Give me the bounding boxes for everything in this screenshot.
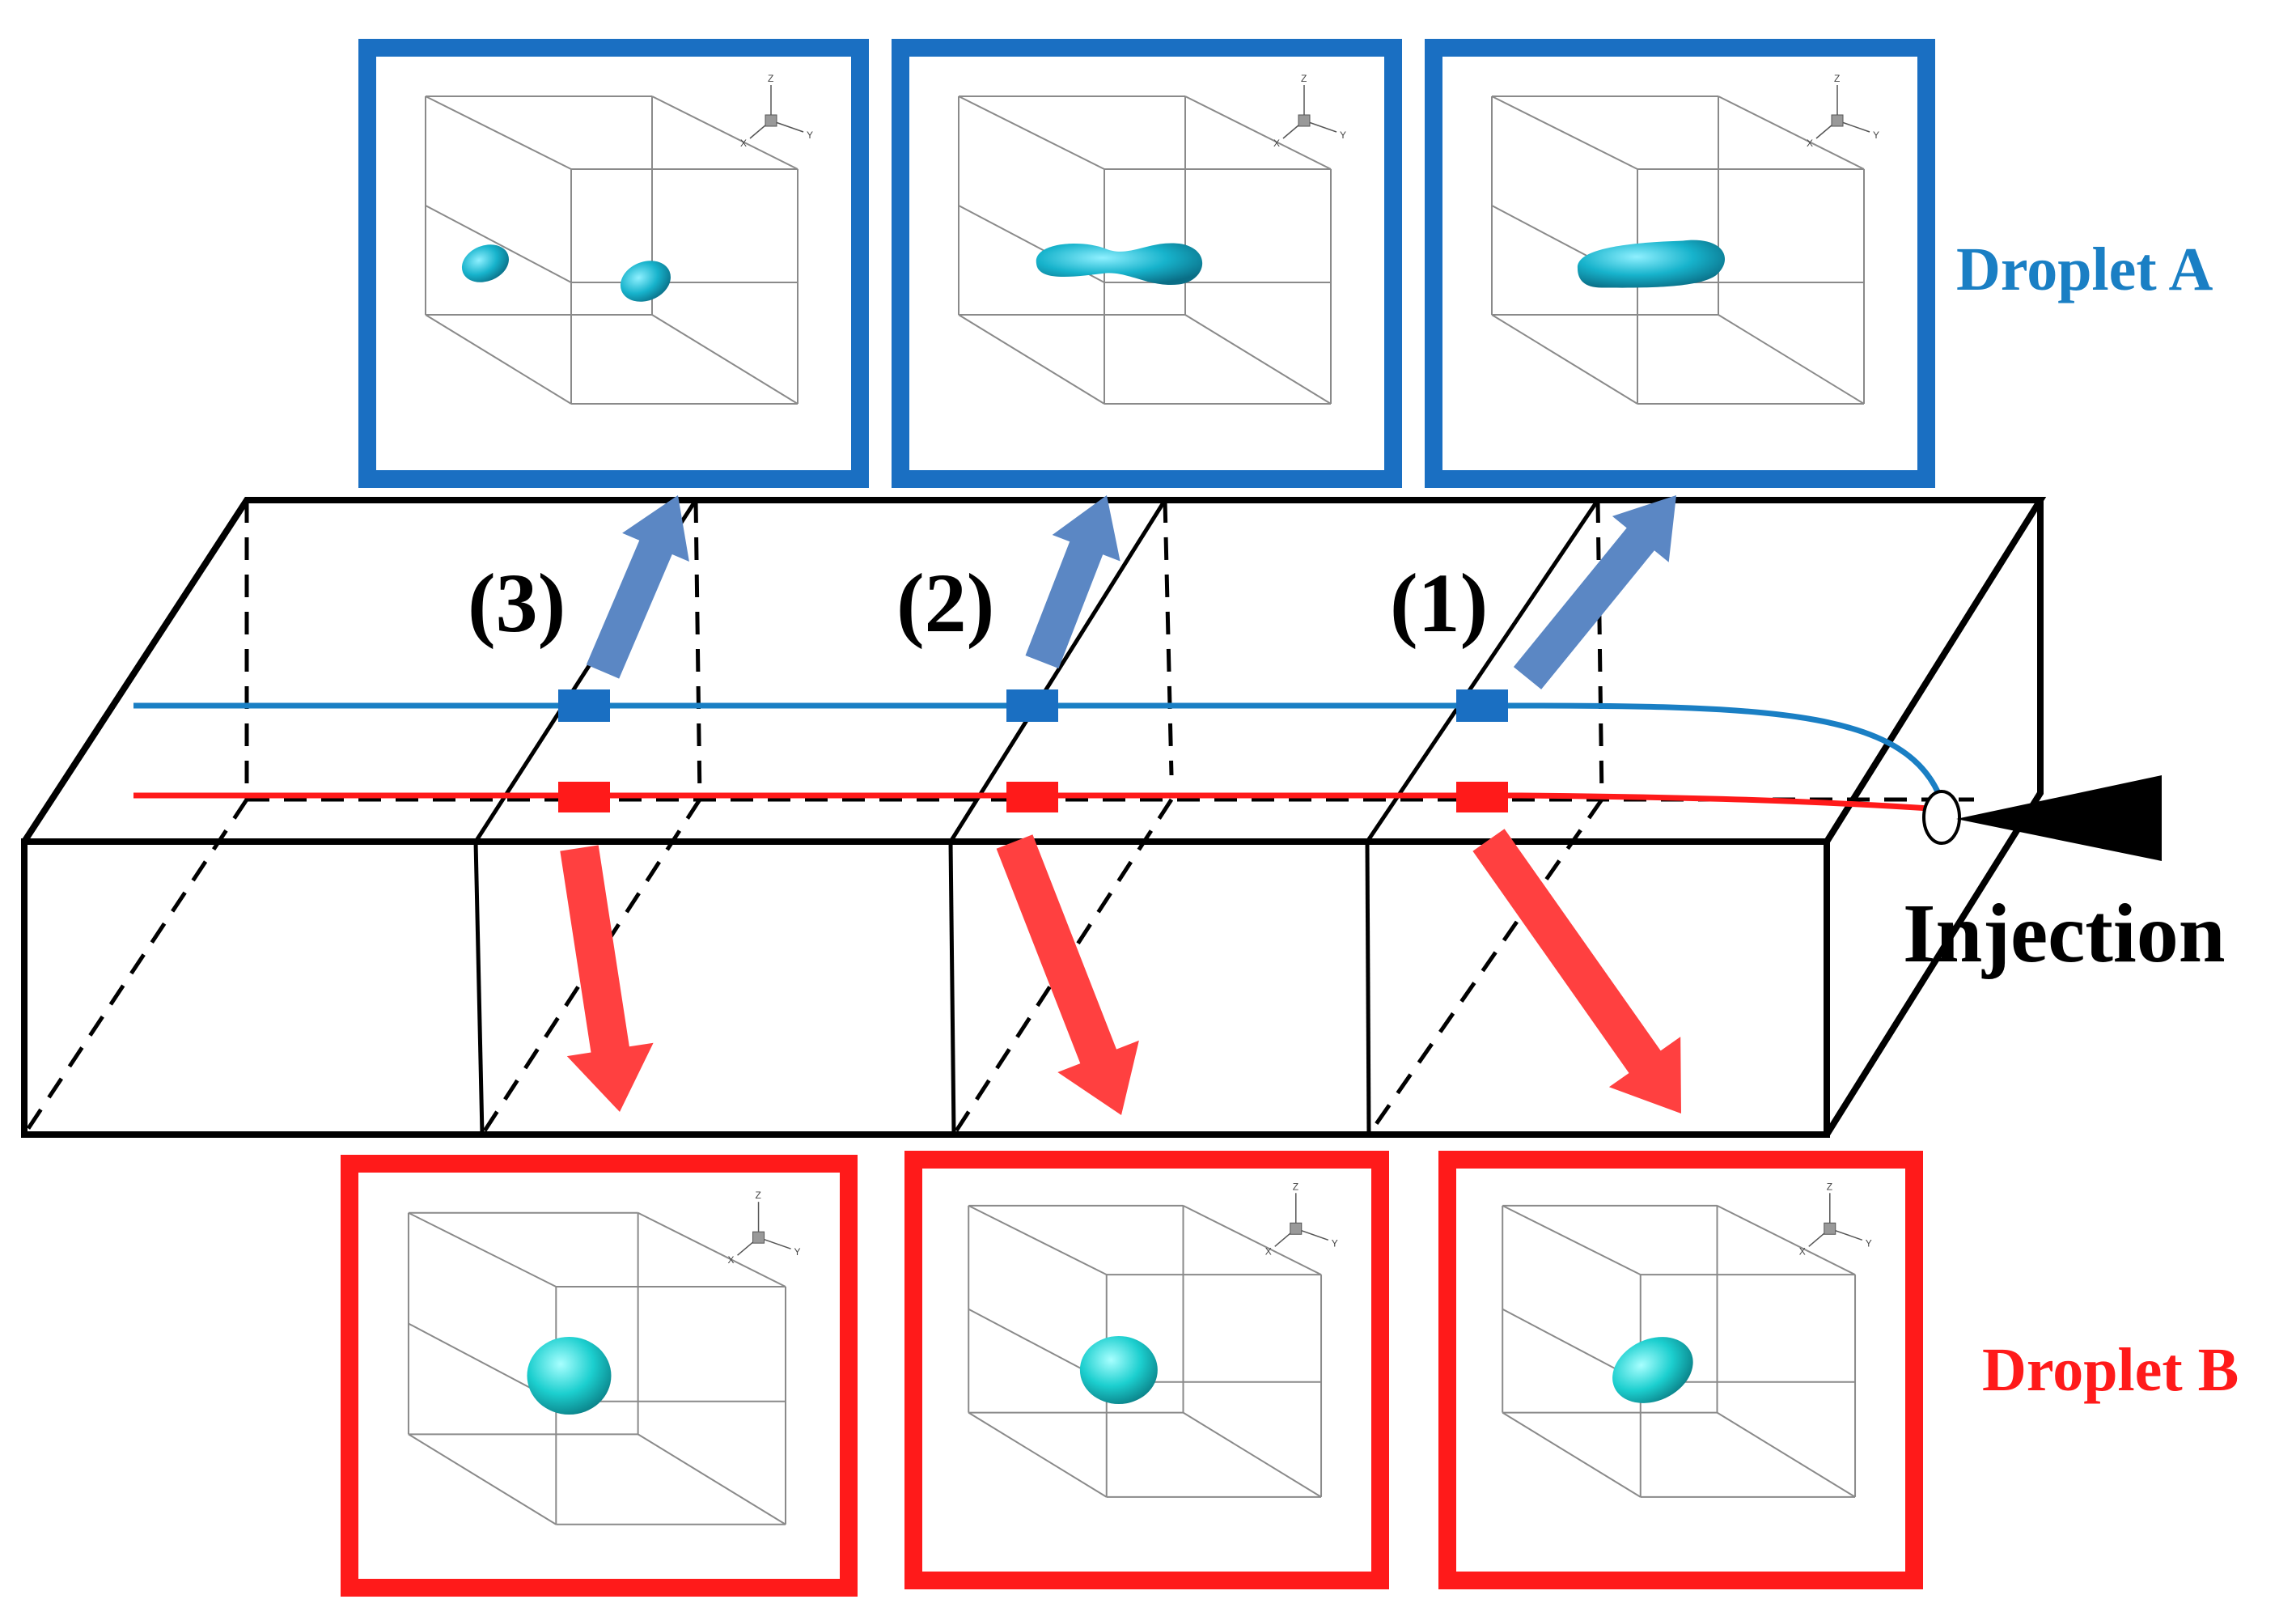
axis-y-label: Y xyxy=(807,129,813,141)
droplet-b-label: Droplet B xyxy=(1982,1336,2239,1404)
xyz-axis-triad-icon: Z X Y xyxy=(740,73,813,149)
black-triangle-nozzle-icon xyxy=(1956,775,2162,861)
axis-y-label: Y xyxy=(1340,129,1346,141)
snapshot-panels: Z X Y Z X Y Z X Y Z X Y Z X Y Z X Y xyxy=(341,39,1935,1597)
axis-y-label: Y xyxy=(1332,1237,1338,1249)
droplet-shape xyxy=(1577,240,1726,288)
snapshot-frame xyxy=(341,1155,858,1597)
axis-x-label: X xyxy=(1799,1245,1806,1257)
wireframe-box xyxy=(1502,1204,1857,1498)
droplet-shape xyxy=(461,244,509,282)
axis-x-label: X xyxy=(728,1254,735,1266)
arrow-b-1 xyxy=(1472,829,1681,1114)
droplet-shape xyxy=(1036,243,1203,286)
axis-x-label: X xyxy=(1807,138,1813,149)
axis-x-label: X xyxy=(1265,1245,1272,1257)
section-divider-top xyxy=(948,498,1167,843)
stage-label-1: (1) xyxy=(1390,557,1488,650)
arrow-b-2 xyxy=(996,834,1139,1115)
wireframe-box xyxy=(968,1204,1323,1498)
channel-box xyxy=(21,497,2047,1138)
arrow-a-3 xyxy=(586,495,689,679)
axis-z-label: Z xyxy=(756,1190,761,1201)
axis-x-label: X xyxy=(1273,138,1280,149)
section-divider-front xyxy=(1365,841,1371,1135)
snapshot-frame xyxy=(358,39,869,488)
snapshot-a-1: Z X Y xyxy=(1425,39,1935,488)
arrow-a-1 xyxy=(1513,495,1676,689)
marker-a-3 xyxy=(558,689,610,722)
axis-y-label: Y xyxy=(794,1246,801,1258)
axis-z-label: Z xyxy=(1827,1181,1832,1192)
xyz-axis-triad-icon: Z X Y xyxy=(1273,73,1346,149)
snapshot-a-2: Z X Y xyxy=(892,39,1402,488)
xyz-axis-triad-icon: Z X Y xyxy=(1807,73,1879,149)
trajectories xyxy=(133,702,1945,812)
wireframe-box xyxy=(425,95,799,405)
marker-b-3 xyxy=(558,782,610,812)
droplet-a-label: Droplet A xyxy=(1956,235,2213,303)
axis-y-label: Y xyxy=(1873,129,1879,141)
stage-label-2: (2) xyxy=(896,557,994,650)
section-divider-top xyxy=(1365,498,1600,843)
axis-y-label: Y xyxy=(1866,1237,1872,1249)
xyz-axis-triad-icon: Z X Y xyxy=(1265,1181,1338,1257)
channel-right-edge xyxy=(1824,500,2044,1137)
injection-port-icon xyxy=(1922,790,1961,845)
snapshot-a-3: Z X Y xyxy=(358,39,869,488)
hidden-edges xyxy=(22,499,1974,1136)
marker-a-2 xyxy=(1006,689,1058,722)
injection-label: Injection xyxy=(1903,887,2226,980)
marker-b-2 xyxy=(1006,782,1058,812)
axis-z-label: Z xyxy=(1834,73,1840,84)
marker-a-1 xyxy=(1456,689,1508,722)
axis-z-label: Z xyxy=(768,73,773,84)
stage-label-3: (3) xyxy=(468,557,566,650)
xyz-axis-triad-icon: Z X Y xyxy=(1799,1181,1872,1257)
arrows-droplet-b xyxy=(560,829,1681,1115)
channel-top-edge xyxy=(21,497,2047,844)
axis-x-label: X xyxy=(740,138,747,149)
droplet-shape xyxy=(620,261,671,302)
wireframe-box xyxy=(1491,95,1865,405)
marker-b-1 xyxy=(1456,782,1508,812)
snapshot-b-2: Z X Y xyxy=(904,1151,1389,1589)
snapshot-b-1: Z X Y xyxy=(1438,1151,1923,1589)
arrows-droplet-a xyxy=(586,495,1676,689)
channel-front-face xyxy=(21,838,1830,1138)
arrow-a-2 xyxy=(1025,495,1120,668)
markers-droplet-a xyxy=(558,689,1508,722)
droplet-shape xyxy=(1612,1337,1693,1403)
trajectory-droplet-b xyxy=(133,792,1942,812)
section-divider-front xyxy=(473,841,485,1135)
droplet-shape xyxy=(1079,1336,1158,1404)
snapshot-b-3: Z X Y xyxy=(341,1155,858,1597)
arrow-b-3 xyxy=(560,845,654,1112)
markers-droplet-b xyxy=(558,782,1508,812)
wireframe-box xyxy=(958,95,1332,405)
axis-z-label: Z xyxy=(1301,73,1307,84)
section-divider-front xyxy=(948,841,956,1135)
droplet-shape xyxy=(527,1337,612,1415)
xyz-axis-triad-icon: Z X Y xyxy=(728,1190,801,1266)
axis-z-label: Z xyxy=(1293,1181,1298,1192)
injection-nozzle xyxy=(1922,775,2162,861)
trajectory-droplet-a xyxy=(133,702,1945,803)
